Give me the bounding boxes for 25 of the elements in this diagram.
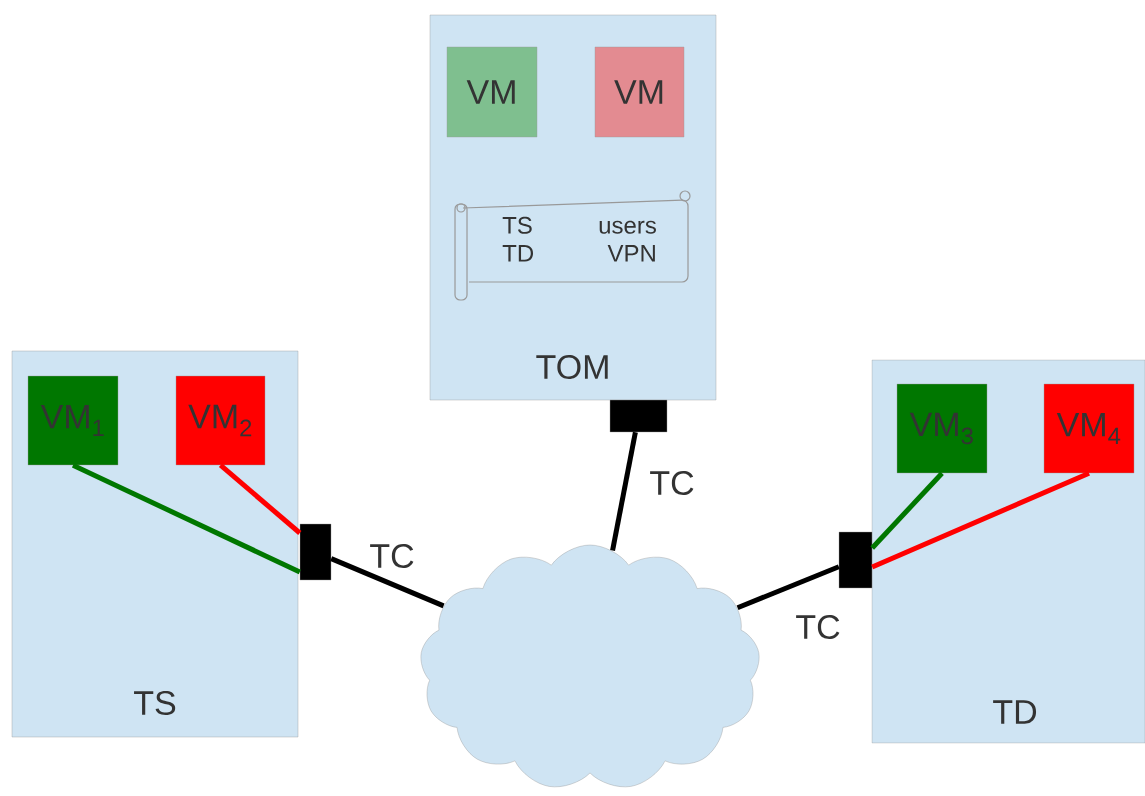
scroll: TS users TD VPN	[454, 190, 691, 301]
vm-box: VM$_{1}$	[27, 375, 119, 466]
connector-block	[299, 523, 332, 581]
connector-block	[838, 531, 873, 589]
node-label: users	[599, 220, 656, 234]
node-label: TD	[502, 245, 534, 262]
edge-label: TC	[794, 613, 842, 641]
connector-block	[609, 399, 668, 433]
edge-label: TC	[648, 469, 696, 497]
vm-box: VM	[594, 46, 685, 138]
node-label: VPN	[607, 245, 655, 262]
vm-box: VM$_{3}$	[896, 383, 988, 474]
vm-box: VM$_{2}$	[175, 375, 266, 466]
cloud	[420, 544, 760, 788]
connector-line	[736, 564, 840, 611]
connector-line	[871, 470, 1090, 570]
connector-line	[610, 431, 638, 551]
vm-box: VM$_{4}$	[1043, 383, 1135, 474]
node-label: TS	[502, 216, 532, 234]
connector-line	[330, 556, 445, 609]
vm-box: VM	[446, 46, 538, 138]
connector-line	[218, 463, 302, 535]
edge-label: TC	[368, 542, 416, 570]
connector-line	[71, 462, 301, 575]
connector-line	[870, 471, 944, 550]
